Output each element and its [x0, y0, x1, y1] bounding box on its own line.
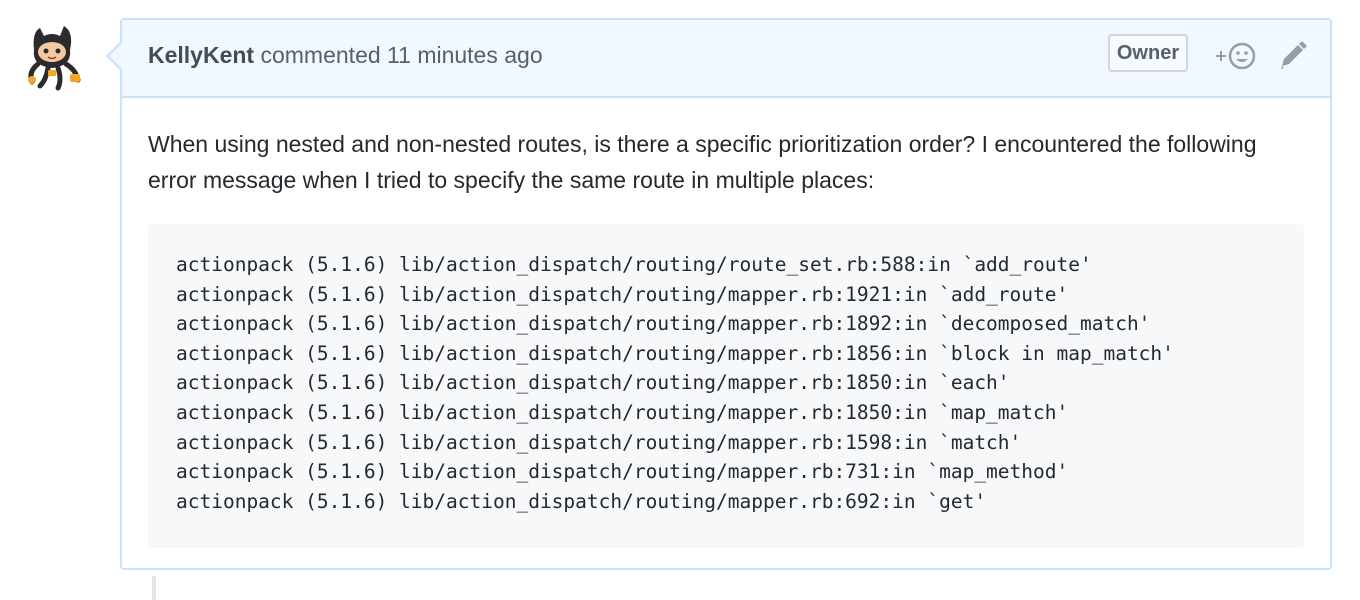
owner-badge: Owner: [1108, 34, 1188, 72]
code-line: actionpack (5.1.6) lib/action_dispatch/r…: [176, 430, 1022, 454]
comment-caret-inner: [109, 42, 123, 70]
comment-action: commented: [254, 42, 388, 68]
author-link[interactable]: KellyKent: [148, 42, 255, 68]
comment-container: KellyKent commented 11 minutes ago Owner: [106, 18, 1332, 570]
code-line: actionpack (5.1.6) lib/action_dispatch/r…: [176, 282, 1069, 306]
code-line: actionpack (5.1.6) lib/action_dispatch/r…: [176, 371, 1010, 395]
code-line: actionpack (5.1.6) lib/action_dispatch/r…: [176, 312, 1151, 336]
code-line: actionpack (5.1.6) lib/action_dispatch/r…: [176, 489, 987, 513]
code-block: actionpack (5.1.6) lib/action_dispatch/r…: [148, 224, 1304, 548]
comment-timestamp[interactable]: 11 minutes ago: [387, 42, 543, 68]
add-reaction-button[interactable]: [1212, 38, 1260, 74]
comment-header: KellyKent commented 11 minutes ago Owner: [122, 20, 1330, 98]
code-line: actionpack (5.1.6) lib/action_dispatch/r…: [176, 341, 1174, 365]
comment-text: When using nested and non-nested routes,…: [148, 131, 1257, 193]
add-reaction-icon: [1216, 42, 1256, 70]
comment-body: When using nested and non-nested routes,…: [122, 98, 1330, 548]
code-line: actionpack (5.1.6) lib/action_dispatch/r…: [176, 253, 1092, 276]
octocat-avatar-icon: [28, 26, 81, 91]
edit-comment-button[interactable]: [1278, 40, 1308, 72]
code-line: actionpack (5.1.6) lib/action_dispatch/r…: [176, 460, 1069, 484]
timeline-connector: [152, 576, 156, 600]
author-avatar[interactable]: [18, 20, 90, 92]
pencil-icon: [1281, 41, 1307, 69]
code-line: actionpack (5.1.6) lib/action_dispatch/r…: [176, 400, 1069, 424]
comment-header-text: KellyKent commented 11 minutes ago: [148, 42, 543, 69]
